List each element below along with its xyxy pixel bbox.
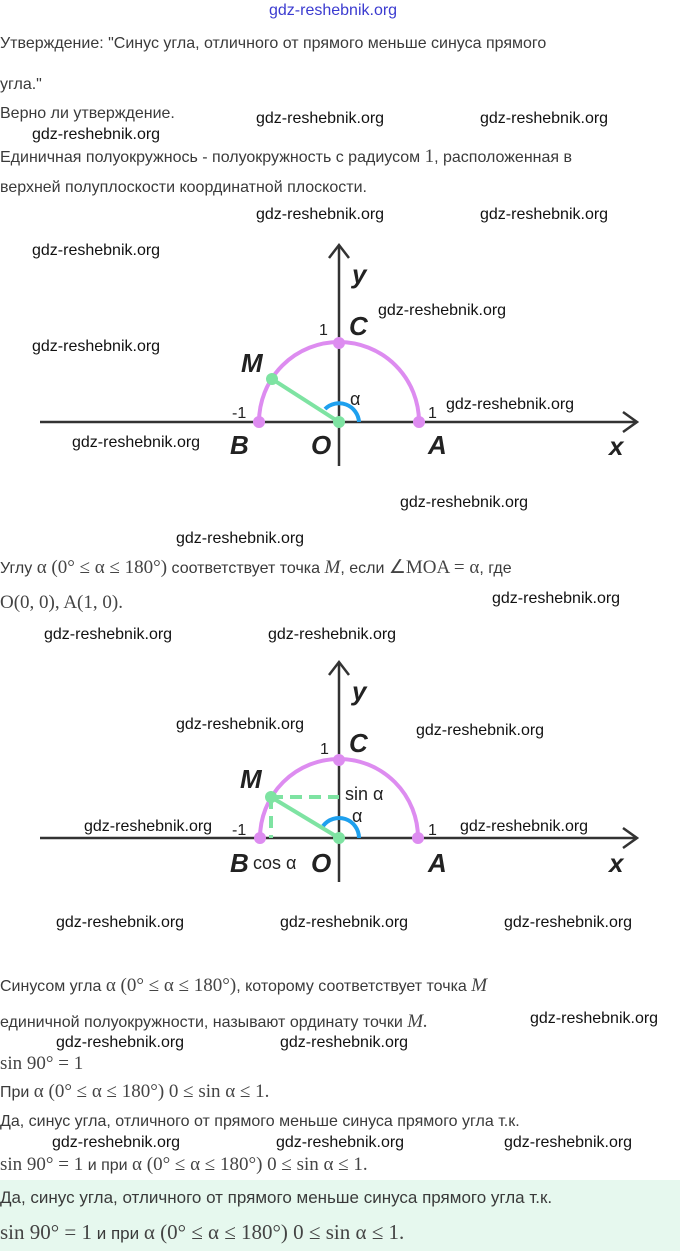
unit-semicircle-diagram: y x 1 C M α -1 1 B O A — [40, 242, 640, 466]
watermark: gdz-reshebnik.org — [530, 1010, 659, 1027]
label-b: B — [230, 848, 249, 878]
sine-definition-line-2: единичной полуокружности, называют ордин… — [0, 1011, 428, 1032]
definition-line-1: Единичная полуокружнось - полуокружность… — [0, 146, 573, 167]
point-a — [412, 832, 424, 844]
point-c — [333, 337, 345, 349]
label-alpha: α — [350, 389, 360, 409]
watermark: gdz-reshebnik.org — [84, 818, 213, 835]
angle-definition-line-1: Углу α (0° ≤ α ≤ 180°) соответствует точ… — [0, 557, 512, 578]
sin-90-formula: sin 90° = 1 — [0, 1053, 84, 1074]
label-x: x — [607, 848, 625, 878]
label-minus-one: -1 — [232, 822, 246, 839]
angle-arc — [323, 401, 361, 423]
sine-cosine-diagram: y x 1 C M sin α α -1 1 B cos α O A — [40, 659, 640, 882]
label-one-y: 1 — [320, 741, 329, 758]
watermark: gdz-reshebnik.org — [480, 206, 609, 223]
label-minus-one: -1 — [232, 405, 246, 422]
label-cos-alpha: cos α — [253, 853, 296, 873]
site-header-watermark: gdz-reshebnik.org — [269, 2, 398, 19]
watermark: gdz-reshebnik.org — [504, 914, 633, 931]
watermark: gdz-reshebnik.org — [504, 1134, 633, 1151]
label-b: B — [230, 430, 249, 460]
point-m — [265, 791, 277, 803]
watermark: gdz-reshebnik.org — [56, 914, 185, 931]
x-arrow-icon — [622, 410, 640, 434]
label-x: x — [607, 431, 625, 461]
watermark: gdz-reshebnik.org — [280, 914, 409, 931]
point-c — [333, 754, 345, 766]
watermark: gdz-reshebnik.org — [480, 110, 609, 127]
watermark: gdz-reshebnik.org — [52, 1134, 181, 1151]
y-arrow-icon — [328, 659, 350, 676]
label-o: O — [311, 848, 331, 878]
label-one-y: 1 — [319, 322, 328, 339]
watermark: gdz-reshebnik.org — [56, 1034, 185, 1051]
label-one-x: 1 — [428, 822, 437, 839]
angle-definition-line-2: O(0, 0), A(1, 0). — [0, 592, 123, 613]
watermark: gdz-reshebnik.org — [416, 722, 545, 739]
question: Верно ли утверждение. — [0, 105, 175, 122]
watermark: gdz-reshebnik.org — [460, 818, 589, 835]
label-c: C — [349, 728, 369, 758]
y-arrow-icon — [328, 242, 350, 259]
label-o: O — [311, 430, 331, 460]
watermark: gdz-reshebnik.org — [32, 126, 161, 143]
answer-line-2: sin 90° = 1 и при α (0° ≤ α ≤ 180°) 0 ≤ … — [0, 1220, 405, 1244]
conclusion-line-1: Да, синус угла, отличного от прямого мен… — [0, 1113, 520, 1130]
answer-line-1: Да, синус угла, отличного от прямого мен… — [0, 1188, 553, 1207]
angle-arc — [321, 816, 361, 839]
label-a: A — [427, 430, 447, 460]
label-c: C — [349, 311, 369, 341]
watermark: gdz-reshebnik.org — [176, 530, 305, 547]
label-a: A — [427, 848, 447, 878]
watermark: gdz-reshebnik.org — [32, 242, 161, 259]
watermark: gdz-reshebnik.org — [268, 626, 397, 643]
point-b — [254, 832, 266, 844]
watermark: gdz-reshebnik.org — [400, 494, 529, 511]
point-m — [266, 373, 278, 385]
sine-definition-line-1: Синусом угла α (0° ≤ α ≤ 180°), которому… — [0, 975, 488, 996]
radius-om — [269, 795, 341, 840]
point-o — [333, 832, 345, 844]
watermark: gdz-reshebnik.org — [256, 206, 385, 223]
range-statement: При α (0° ≤ α ≤ 180°) 0 ≤ sin α ≤ 1. — [0, 1081, 270, 1102]
watermark: gdz-reshebnik.org — [378, 302, 507, 319]
watermark: gdz-reshebnik.org — [276, 1134, 405, 1151]
label-alpha: α — [352, 806, 362, 826]
watermark: gdz-reshebnik.org — [32, 338, 161, 355]
label-y: y — [350, 676, 368, 706]
watermark: gdz-reshebnik.org — [280, 1034, 409, 1051]
watermark: gdz-reshebnik.org — [256, 110, 385, 127]
statement-line-1: Утверждение: "Синус угла, отличного от п… — [0, 35, 547, 52]
radius-om — [270, 377, 341, 424]
point-a — [413, 416, 425, 428]
definition-line-2: верхней полуплоскости координатной плоск… — [0, 179, 367, 196]
point-b — [253, 416, 265, 428]
label-sin-alpha: sin α — [345, 784, 383, 804]
label-one-x: 1 — [428, 405, 437, 422]
watermark: gdz-reshebnik.org — [176, 716, 305, 733]
answer-box: Да, синус угла, отличного от прямого мен… — [0, 1180, 680, 1251]
conclusion-line-2: sin 90° = 1 и при α (0° ≤ α ≤ 180°) 0 ≤ … — [0, 1154, 368, 1175]
point-o — [333, 416, 345, 428]
x-arrow-icon — [622, 826, 640, 850]
watermark: gdz-reshebnik.org — [492, 590, 621, 607]
label-y: y — [350, 259, 368, 289]
watermark: gdz-reshebnik.org — [44, 626, 173, 643]
label-m: M — [241, 348, 264, 378]
statement-line-2: угла." — [0, 76, 42, 93]
watermark: gdz-reshebnik.org — [72, 434, 201, 451]
label-m: M — [240, 764, 263, 794]
watermark: gdz-reshebnik.org — [446, 396, 575, 413]
